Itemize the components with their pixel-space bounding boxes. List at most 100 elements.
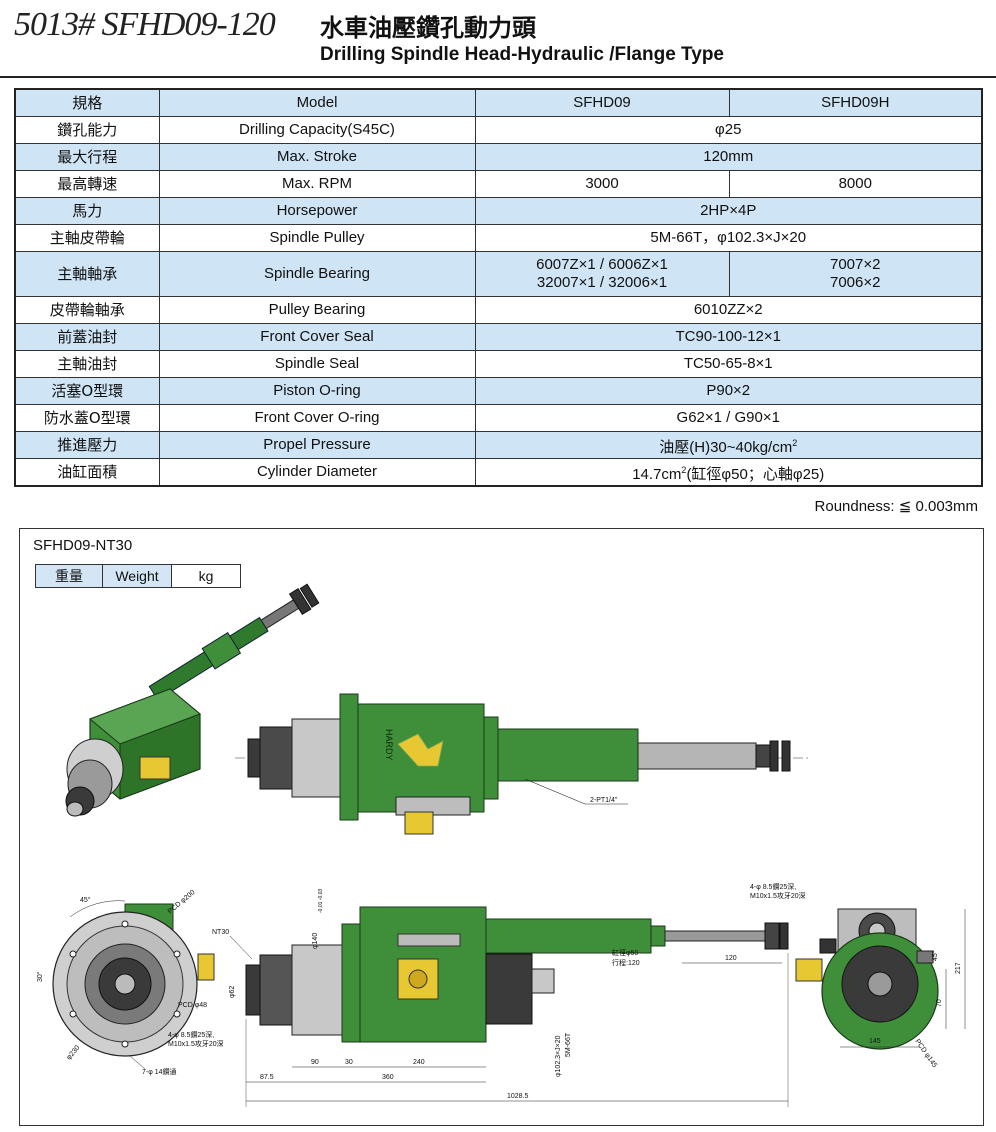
weight-zh: 重量 — [35, 564, 103, 588]
cell-zh: 規格 — [14, 88, 160, 117]
dim-240-label: 240 — [413, 1059, 425, 1066]
angle-label: 45° — [80, 896, 91, 904]
stroke-label: 行程:120 — [612, 958, 640, 967]
bearing-line: 32007×1 / 32006×1 — [536, 274, 668, 291]
cell-en: Propel Pressure — [158, 431, 476, 459]
pcd-145-label: PCD φ145 — [913, 1038, 938, 1069]
header: 5013# SFHD09-120 水車油壓鑽孔動力頭 Drilling Spin… — [14, 6, 974, 66]
isometric-view — [65, 583, 320, 817]
drawing-panel: SFHD09-NT30 重量 Weight kg — [19, 528, 984, 1126]
rear-holes-b: M10x1.5攻牙20深 — [750, 891, 806, 900]
weight-en: Weight — [102, 564, 172, 588]
pulley-label: φ102.3×J×20 — [555, 1035, 562, 1077]
dimension-view: NT30 φ140 -0.01 -0.03 φ62 缸徑φ50 行程:120 1… — [212, 889, 789, 1107]
table-row: 前蓋油封 Front Cover Seal TC90-100-12×1 — [14, 323, 983, 351]
title-english: Drilling Spindle Head-Hydraulic /Flange … — [320, 44, 724, 65]
table-row: 最高轉速 Max. RPM 3000 8000 — [14, 170, 983, 198]
table-row: 主軸皮帶輪 Spindle Pulley 5M-66T，φ102.3×J×20 — [14, 224, 983, 252]
cell-en: Spindle Bearing — [158, 251, 476, 297]
cell-value: 14.7cm2(缸徑φ50；心軸φ25) — [474, 458, 983, 487]
angle-label: 30° — [36, 971, 44, 982]
superscript: 2 — [792, 437, 798, 448]
cell-zh: 馬力 — [14, 197, 160, 225]
cell-zh: 主軸軸承 — [14, 251, 160, 297]
cell-en: Front Cover O-ring — [158, 404, 476, 432]
cell-en: Piston O-ring — [158, 377, 476, 405]
table-row: 馬力 Horsepower 2HP×4P — [14, 197, 983, 225]
cell-model-2: SFHD09H — [728, 88, 983, 117]
brand-label: HARDY — [384, 729, 394, 761]
title-chinese: 水車油壓鑽孔動力頭 — [320, 14, 536, 42]
width-145-label: 145 — [869, 1038, 881, 1045]
cell-zh: 主軸油封 — [14, 350, 160, 378]
dim-30-label: 30 — [345, 1059, 353, 1066]
holes-label-b: M10x1.5攻牙20深 — [168, 1039, 224, 1048]
weight-unit: kg — [171, 564, 241, 588]
pcd-label: PCD φ200 — [167, 889, 197, 916]
cell-en: Spindle Pulley — [158, 224, 476, 252]
table-header-row: 規格 Model SFHD09 SFHD09H — [14, 88, 983, 117]
drawing-model-name: SFHD09-NT30 — [33, 537, 133, 554]
tolerance-label: -0.01 -0.03 — [318, 889, 324, 913]
header-rule — [0, 76, 996, 78]
table-row: 防水蓋O型環 Front Cover O-ring G62×1 / G90×1 — [14, 404, 983, 432]
bearing-line: 7007×2 — [830, 256, 881, 273]
pressure-text: 油壓(H)30~40kg/cm — [659, 438, 793, 456]
dim-120-label: 120 — [725, 955, 737, 962]
cell-zh: 主軸皮帶輪 — [14, 224, 160, 252]
superscript: 2 — [681, 464, 687, 475]
diameter-62-label: φ62 — [229, 986, 236, 998]
belt-label: 5M-66T — [565, 1032, 572, 1057]
cylinder-label: 缸徑φ50 — [612, 948, 638, 957]
table-row: 鑽孔能力 Drilling Capacity(S45C) φ25 — [14, 116, 983, 144]
cell-model-1: SFHD09 — [474, 88, 730, 117]
cell-en: Cylinder Diameter — [158, 458, 476, 487]
model-number: 5013# SFHD09-120 — [14, 6, 276, 43]
cell-en: Horsepower — [158, 197, 476, 225]
table-row: 油缸面積 Cylinder Diameter 14.7cm2(缸徑φ50；心軸φ… — [14, 458, 983, 487]
table-row: 皮帶輪軸承 Pulley Bearing 6010ZZ×2 — [14, 296, 983, 324]
bearing-line: 7006×2 — [830, 274, 881, 291]
dim-87-label: 87.5 — [260, 1074, 274, 1081]
cell-value: 2HP×4P — [474, 197, 983, 225]
technical-drawing: HARDY 2-PT1/4" — [36, 583, 966, 1107]
cell-zh: 皮帶輪軸承 — [14, 296, 160, 324]
cell-zh: 最高轉速 — [14, 170, 160, 198]
diameter-140-label: φ140 — [312, 933, 319, 949]
cell-zh: 最大行程 — [14, 143, 160, 171]
cell-value: 5M-66T，φ102.3×J×20 — [474, 224, 983, 252]
cell-zh: 防水蓋O型環 — [14, 404, 160, 432]
weight-table: 重量 Weight kg — [35, 564, 241, 588]
cell-value: TC90-100-12×1 — [474, 323, 983, 351]
dim-360-label: 360 — [382, 1074, 394, 1081]
cell-value-1: 3000 — [474, 170, 730, 198]
diameter-label: φ230 — [66, 1044, 82, 1061]
cell-en: Max. RPM — [158, 170, 476, 198]
cell-value: 6010ZZ×2 — [474, 296, 983, 324]
port-label: 2-PT1/4" — [590, 797, 618, 804]
rear-angle-label: 45° — [931, 950, 939, 961]
cell-value: TC50-65-8×1 — [474, 350, 983, 378]
cell-en: Max. Stroke — [158, 143, 476, 171]
cell-zh: 油缸面積 — [14, 458, 160, 487]
cell-en: Drilling Capacity(S45C) — [158, 116, 476, 144]
holes-14-label: 7-φ 14鑽通 — [142, 1067, 177, 1076]
spec-table: 規格 Model SFHD09 SFHD09H 鑽孔能力 Drilling Ca… — [14, 88, 983, 487]
front-view: 45° 30° PCD φ200 PCD φ48 φ230 4-φ 8.5鑽25… — [36, 889, 224, 1076]
cell-value: 油壓(H)30~40kg/cm2 — [474, 431, 983, 459]
cell-value: 120mm — [474, 143, 983, 171]
dim-90-label: 90 — [311, 1059, 319, 1066]
holes-label-a: 4-φ 8.5鑽25深, — [168, 1030, 214, 1039]
cell-zh: 前蓋油封 — [14, 323, 160, 351]
cell-value: φ25 — [474, 116, 983, 144]
nt30-label: NT30 — [212, 929, 229, 936]
cell-zh: 鑽孔能力 — [14, 116, 160, 144]
cell-zh: 活塞O型環 — [14, 377, 160, 405]
height-217-label: 217 — [955, 962, 962, 974]
cell-zh: 推進壓力 — [14, 431, 160, 459]
height-70-label: 70 — [936, 999, 943, 1007]
side-view: HARDY 2-PT1/4" — [235, 693, 810, 835]
